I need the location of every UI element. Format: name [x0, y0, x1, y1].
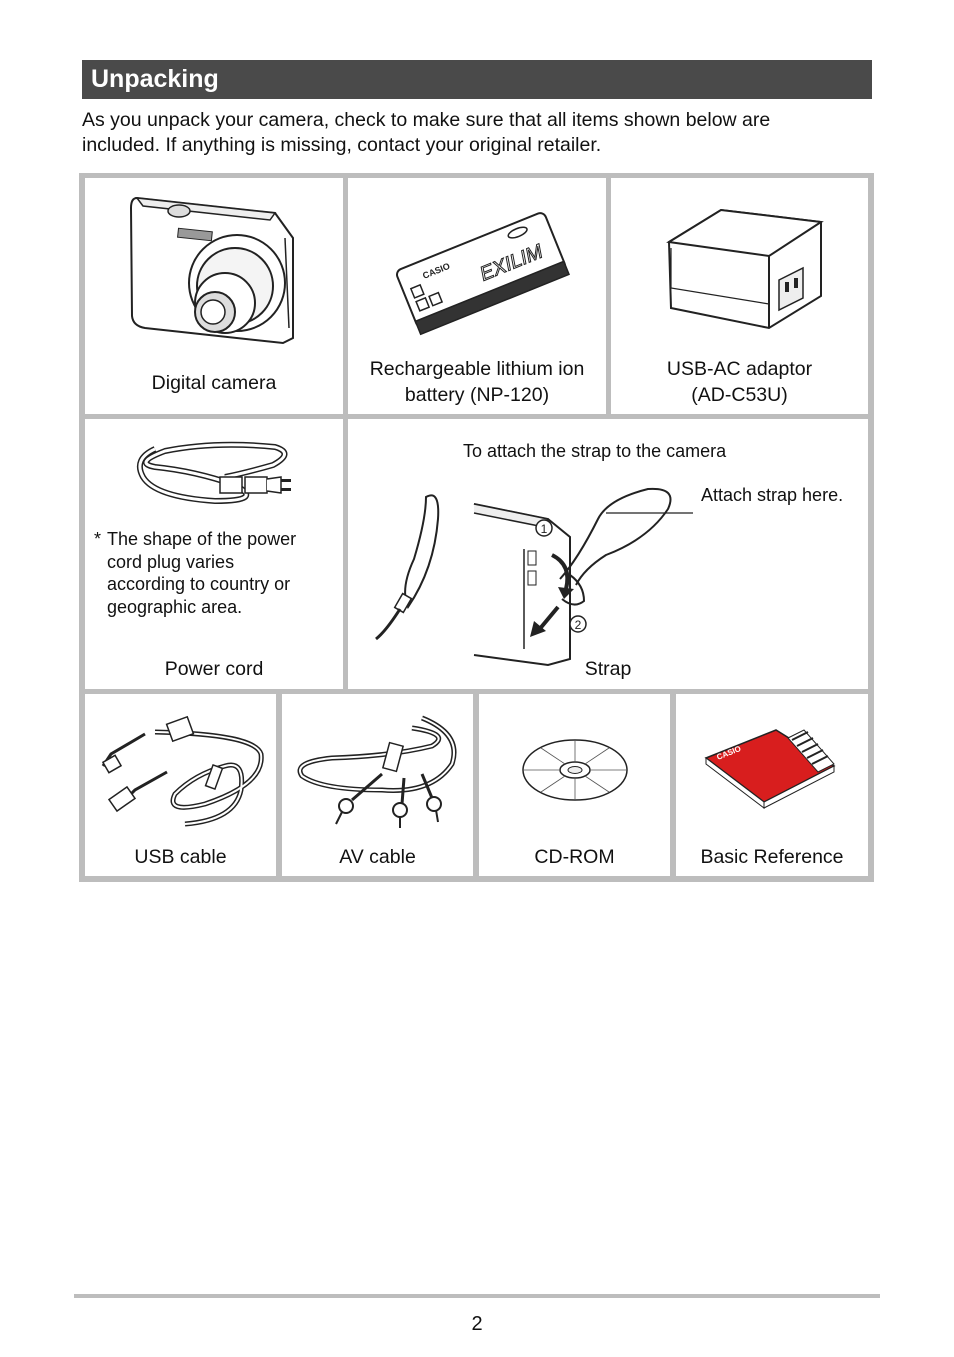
- basic-reference-label: Basic Reference: [700, 846, 844, 868]
- intro-line-2: included. If anything is missing, contac…: [82, 134, 602, 156]
- usb-cable-icon: [101, 715, 264, 827]
- strap-label: Strap: [584, 658, 632, 680]
- item-strap: To attach the strap to the camera 1: [348, 419, 868, 689]
- cd-rom-label: CD-ROM: [534, 846, 615, 868]
- camera-side-icon: [473, 503, 571, 667]
- page-number: 2: [471, 1313, 483, 1335]
- power-cord-icon: [137, 441, 291, 505]
- item-battery: CASIO EXILIM Rechargeable lithium ion ba…: [348, 178, 606, 414]
- step-1-number: 1: [541, 522, 548, 536]
- battery-icon: CASIO EXILIM: [396, 212, 570, 336]
- basic-reference-icon: CASIO: [704, 729, 836, 810]
- item-basic-reference: CASIO Basic Reference: [676, 694, 868, 876]
- power-cord-note-line-1: The shape of the power: [107, 529, 297, 549]
- strap-caption: To attach the strap to the camera: [463, 441, 727, 461]
- adaptor-label-line-2: (AD-C53U): [691, 384, 788, 406]
- footer-divider: [74, 1294, 880, 1298]
- power-cord-note-line-3: according to country or: [107, 574, 291, 594]
- adaptor-label: USB-AC adaptor (AD-C53U): [611, 356, 868, 408]
- power-cord-note-line-2: cord plug varies: [107, 551, 235, 572]
- item-usb-cable: USB cable: [85, 694, 276, 876]
- power-cord-note: The shape of the power cord plug varies …: [107, 528, 296, 618]
- intro-line-1: As you unpack your camera, check to make…: [82, 109, 771, 131]
- step-2-number: 2: [575, 618, 582, 632]
- step-1-marker: [535, 519, 553, 537]
- section-title: Unpacking: [91, 65, 219, 93]
- av-cable-label: AV cable: [339, 846, 416, 868]
- power-cord-label: Power cord: [164, 658, 264, 680]
- cd-rom-icon: [522, 739, 628, 801]
- power-cord-note-line-4: geographic area.: [107, 596, 243, 617]
- intro-paragraph: As you unpack your camera, check to make…: [82, 108, 872, 158]
- item-cd-rom: CD-ROM: [479, 694, 670, 876]
- digital-camera-icon: [129, 196, 294, 345]
- item-av-cable: AV cable: [282, 694, 473, 876]
- battery-label-line-2: battery (NP-120): [404, 384, 550, 406]
- section-header: Unpacking: [82, 60, 872, 99]
- item-power-cord: * The shape of the power cord plug varie…: [85, 419, 343, 689]
- contents-grid: Digital camera CASIO EXILIM Rechargeable…: [79, 173, 874, 882]
- battery-label-line-1: Rechargeable lithium ion: [369, 358, 585, 380]
- strap-diagram: 1 2: [375, 487, 693, 667]
- usb-cable-label: USB cable: [134, 846, 227, 868]
- usb-ac-adaptor-icon: [666, 208, 824, 330]
- item-usb-ac-adaptor: USB-AC adaptor (AD-C53U): [611, 178, 868, 414]
- strap-callout: Attach strap here.: [701, 485, 844, 505]
- digital-camera-label: Digital camera: [151, 372, 277, 394]
- adaptor-label-line-1: USB-AC adaptor: [666, 358, 813, 380]
- battery-label: Rechargeable lithium ion battery (NP-120…: [348, 356, 606, 408]
- av-cable-icon: [297, 715, 457, 828]
- step-2-marker: [569, 615, 587, 633]
- strap-loop-icon: [404, 494, 440, 610]
- item-digital-camera: Digital camera: [85, 178, 343, 414]
- power-cord-note-marker: *: [94, 529, 102, 549]
